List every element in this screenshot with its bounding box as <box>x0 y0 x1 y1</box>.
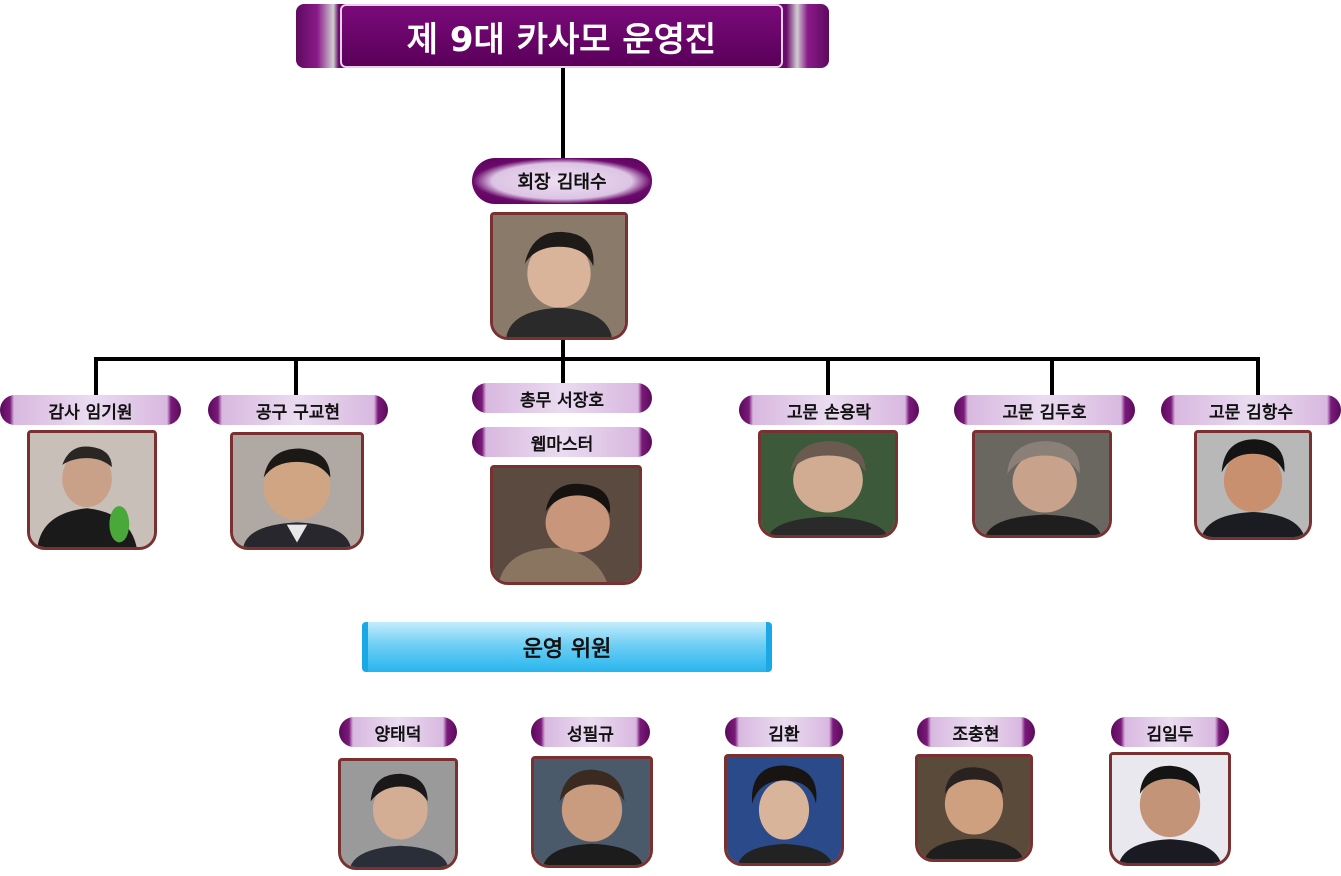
officer-photo-secretary <box>490 465 642 585</box>
member-photo-3 <box>724 754 844 866</box>
member-photo-2 <box>531 756 653 868</box>
officer-label-auditor: 감사 임기원 <box>0 395 181 425</box>
committee-title: 운영 위원 <box>362 622 772 672</box>
officer-photo-auditor <box>27 430 157 550</box>
member-label-1: 양태덕 <box>339 717 457 747</box>
officer-photo-advisor-1 <box>758 430 898 538</box>
member-label-2: 성필규 <box>531 717 650 747</box>
member-photo-5 <box>1109 752 1231 866</box>
member-photo-4 <box>915 754 1033 862</box>
officer-label-advisor-1: 고문 손용락 <box>739 395 919 425</box>
connector-horizontal-bar <box>96 357 1260 361</box>
officer-label-webmaster: 웹마스터 <box>472 427 652 457</box>
officer-photo-advisor-3 <box>1194 430 1312 540</box>
officer-label-purchase: 공구 구교현 <box>208 395 388 425</box>
officer-photo-purchase <box>230 432 364 550</box>
connector-president-bar <box>561 340 565 360</box>
connector-drop-5 <box>1050 357 1054 395</box>
connector-drop-4 <box>826 357 830 395</box>
connector-drop-2 <box>294 357 298 395</box>
officer-photo-advisor-2 <box>972 430 1112 538</box>
connector-drop-3 <box>561 357 565 383</box>
officer-label-advisor-2: 고문 김두호 <box>954 395 1135 425</box>
member-photo-1 <box>338 758 458 870</box>
member-label-4: 조충현 <box>917 717 1035 747</box>
member-label-5: 김일두 <box>1111 717 1229 747</box>
connector-drop-1 <box>94 357 98 395</box>
president-photo <box>490 212 628 340</box>
president-label: 회장 김태수 <box>472 158 652 204</box>
connector-title-president <box>561 68 565 160</box>
page-title: 제 9대 카사모 운영진 <box>340 4 783 68</box>
connector-drop-6 <box>1256 357 1260 395</box>
member-label-3: 김환 <box>725 717 843 747</box>
officer-label-advisor-3: 고문 김항수 <box>1161 395 1341 425</box>
officer-label-secretary: 총무 서장호 <box>472 383 652 413</box>
